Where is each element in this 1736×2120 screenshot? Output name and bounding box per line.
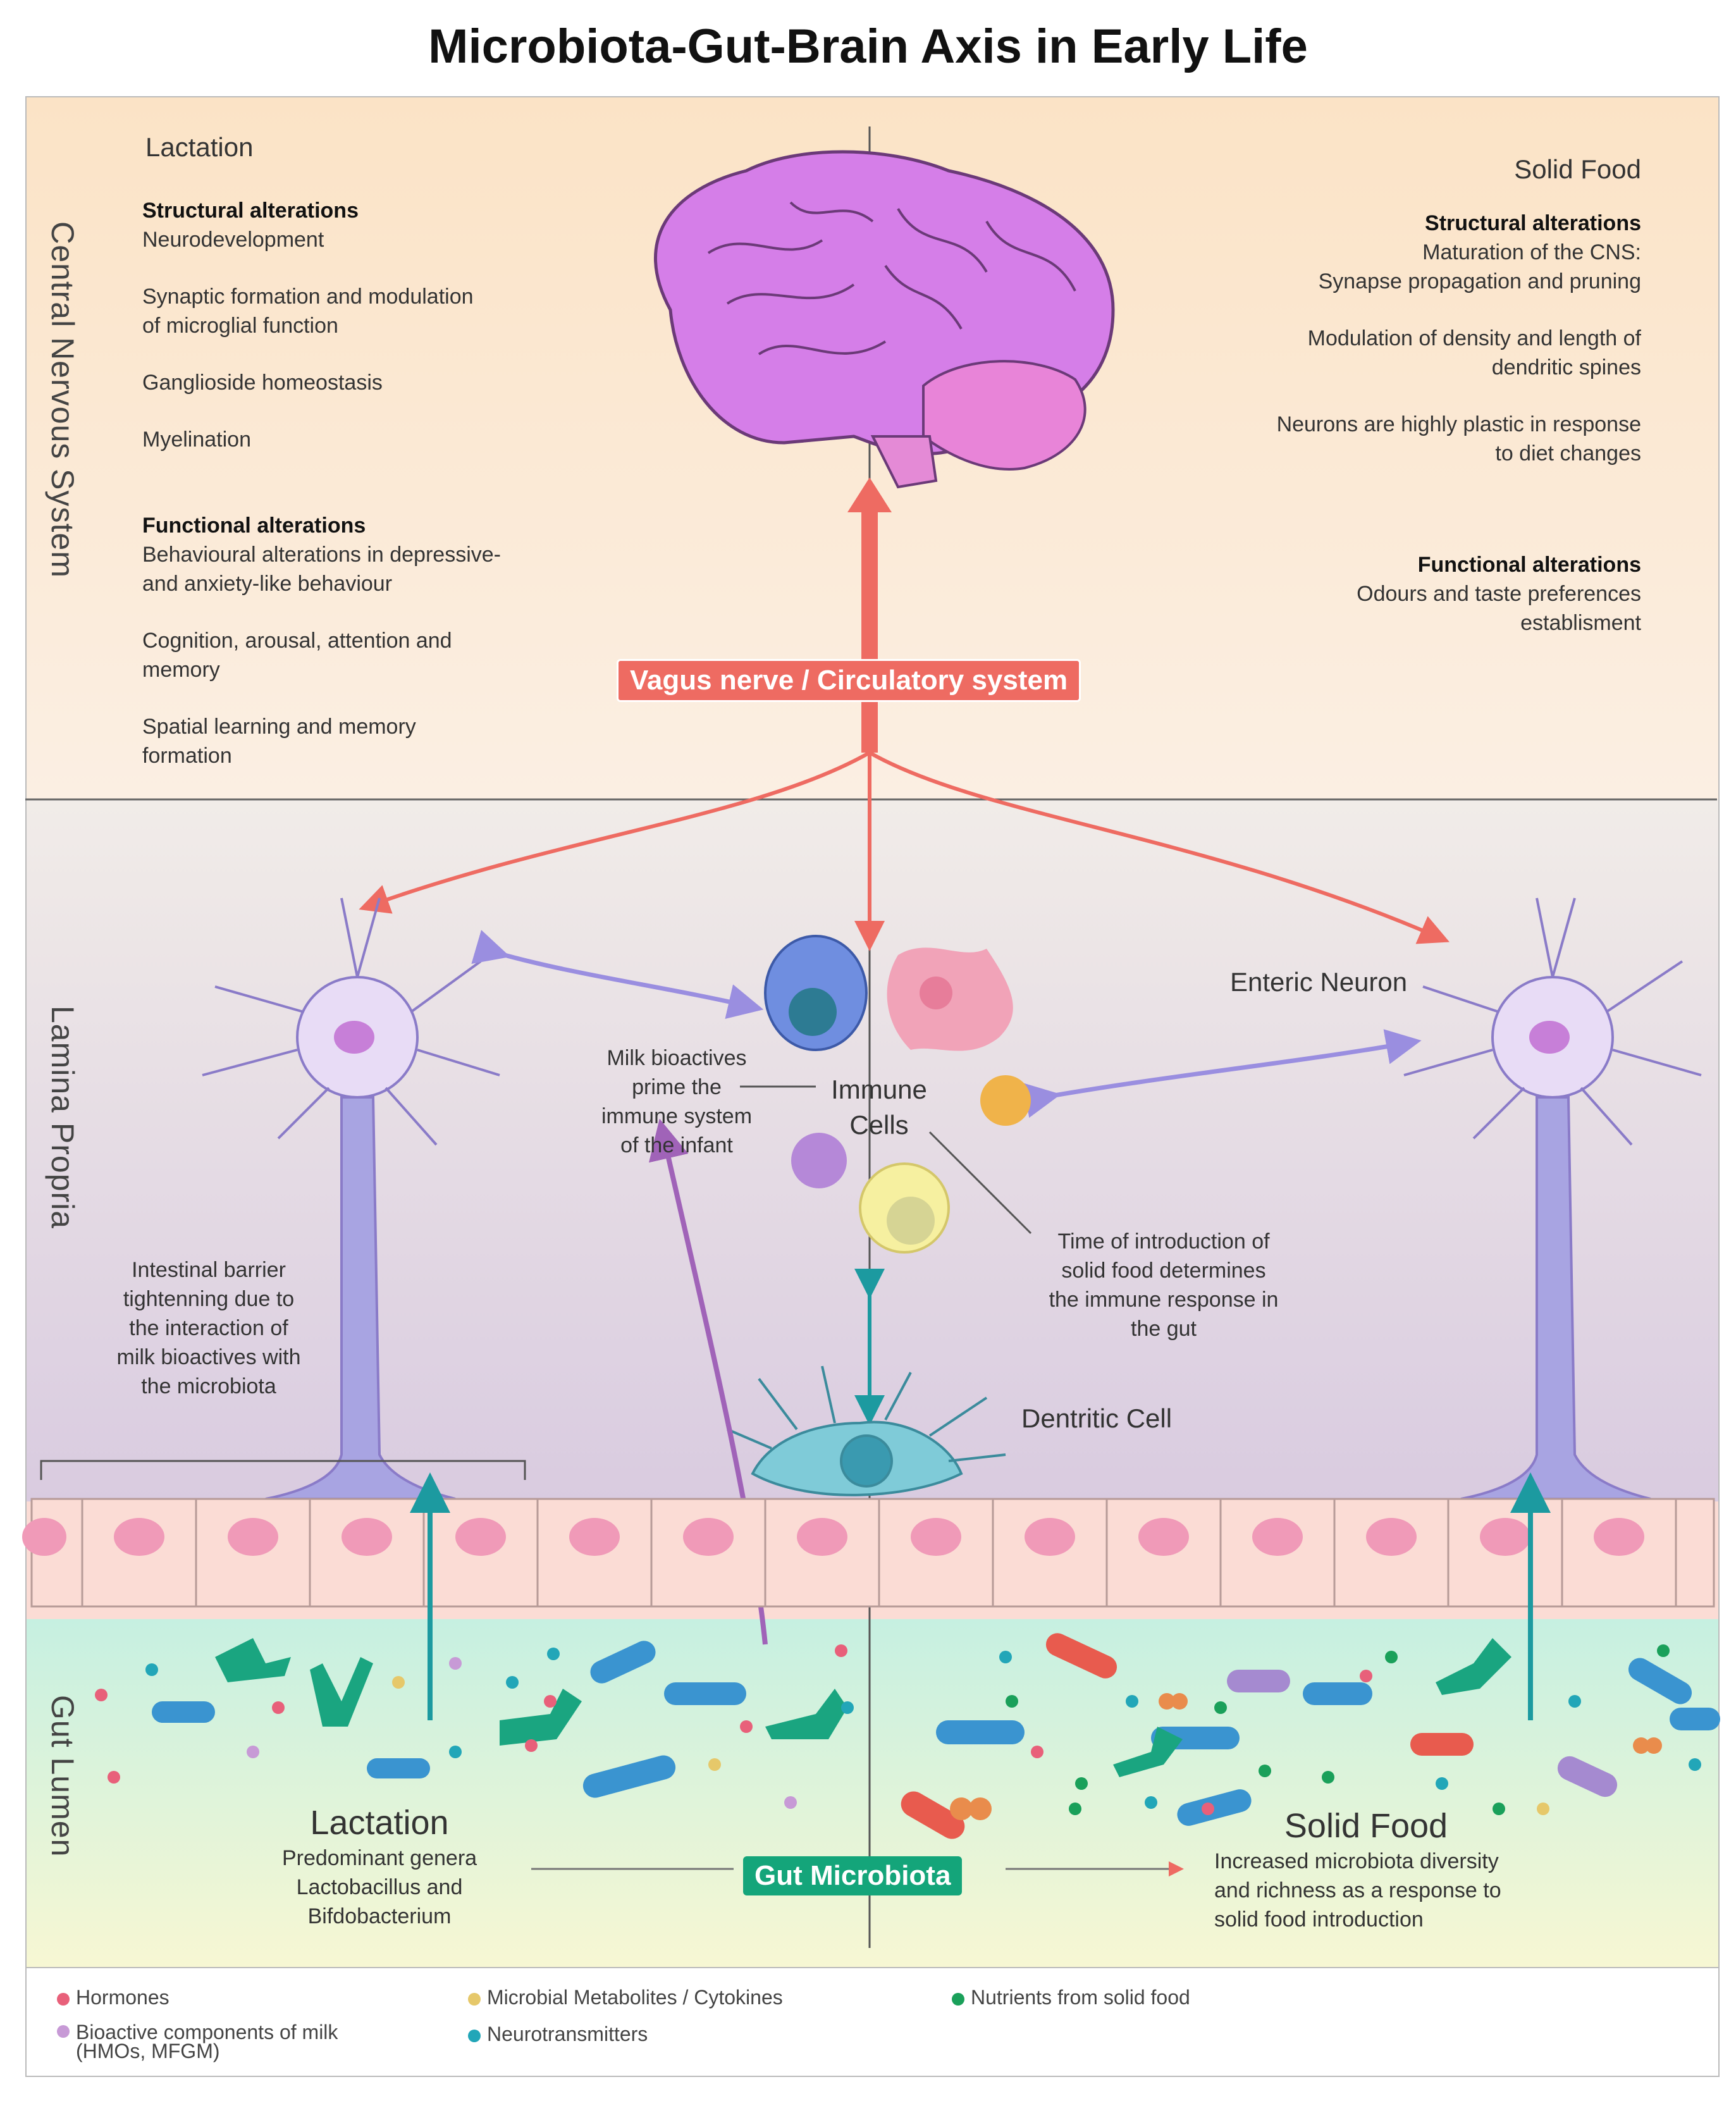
solid-functional-title: Functional alterations — [1417, 553, 1641, 577]
metabolites-legend-dot — [468, 1992, 481, 2006]
lactation-structural-3: Ganglioside homeostasis — [142, 371, 383, 395]
cns-lactation-text: Structural alterations Neurodevelopment … — [142, 196, 623, 770]
lactation-functional-2: Cognition, arousal, attention and memory — [142, 629, 452, 682]
page-title: Microbiota-Gut-Brain Axis in Early Life — [428, 20, 1308, 73]
lactation-functional-title: Functional alterations — [142, 514, 366, 538]
lactation-structural-title: Structural alterations — [142, 199, 359, 223]
solid-structural-title: Structural alterations — [1425, 211, 1641, 235]
legend-item-neurotransmitters: Neurotransmitters — [468, 2023, 648, 2046]
gut-microbes — [152, 1633, 1720, 1839]
time-of-introduction-label: Time of introduction of solid food deter… — [1049, 1229, 1279, 1341]
lumen-lactation-text: Predominant genera Lactobacillus and Bif… — [281, 1846, 477, 1928]
cns-solid-food-heading: Solid Food — [1514, 154, 1641, 184]
solid-structural-3: Neurons are highly plastic in response t… — [1276, 412, 1641, 465]
legend-panel — [25, 1967, 1720, 2077]
enteric-neuron-label: Enteric Neuron — [1230, 967, 1408, 997]
lumen-solid-food-heading: Solid Food — [1284, 1807, 1448, 1845]
lumen-solid-food-text: Increased microbiota diversity and richn… — [1214, 1849, 1501, 1932]
section-label-lamina-propria: Lamina Propria — [45, 1006, 80, 1229]
lactation-structural-1: Neurodevelopment — [142, 228, 324, 252]
dendritic-cell — [727, 1365, 1006, 1496]
legend-item-nutrients: Nutrients from solid food — [952, 1986, 1190, 2009]
enteric-neuron-right — [1403, 897, 1702, 1500]
nutrients-legend-dot — [952, 1992, 964, 2006]
section-label-cns: Central Nervous System — [45, 221, 80, 578]
lactation-functional-1: Behavioural alterations in depressive- a… — [142, 543, 501, 596]
legend-item-milk-bioactives: Bioactive components of milk (HMOs, MFGM… — [57, 2022, 338, 2061]
immune-cells — [764, 935, 1031, 1254]
gut-lumen-panel — [25, 1619, 1720, 1967]
dendritic-cell-label: Dentritic Cell — [1021, 1403, 1173, 1433]
cns-solid-food-text: Structural alterations Maturation of the… — [1123, 209, 1641, 638]
hormones-legend-dot — [57, 1992, 70, 2006]
lactation-structural-2: Synaptic formation and modulation of mic… — [142, 285, 474, 338]
gut-microbiota-label: Gut Microbiota — [743, 1856, 963, 1895]
brain-illustration — [653, 150, 1115, 489]
milk-bioactives-prime-label: Milk bioactives prime the immune system … — [601, 1046, 753, 1157]
vagus-nerve-label: Vagus nerve / Circulatory system — [617, 659, 1081, 702]
immune-cells-label: Immune Cells — [831, 1075, 927, 1140]
section-label-gut-lumen: Gut Lumen — [45, 1695, 80, 1858]
milk-bioactives-legend-dot — [57, 2025, 70, 2038]
legend-item-hormones: Hormones — [57, 1986, 169, 2009]
small-molecules — [95, 1644, 1701, 1815]
legend-item-metabolites: Microbial Metabolites / Cytokines — [468, 1986, 783, 2009]
lactation-structural-4: Myelination — [142, 428, 251, 452]
solid-structural-1: Maturation of the CNS: Synapse propagati… — [1318, 240, 1641, 293]
solid-functional-1: Odours and taste preferences establismen… — [1357, 582, 1641, 635]
lactation-functional-3: Spatial learning and memory formation — [142, 715, 416, 768]
neurotransmitters-legend-dot — [468, 2029, 481, 2042]
enteric-neuron-left — [202, 897, 500, 1500]
epithelial-cells — [22, 1498, 1715, 1608]
cns-lactation-heading: Lactation — [145, 132, 254, 162]
solid-structural-2: Modulation of density and length of dend… — [1307, 326, 1641, 379]
intestinal-barrier-label: Intestinal barrier tightenning due to th… — [116, 1258, 301, 1398]
lumen-lactation-heading: Lactation — [310, 1804, 449, 1842]
